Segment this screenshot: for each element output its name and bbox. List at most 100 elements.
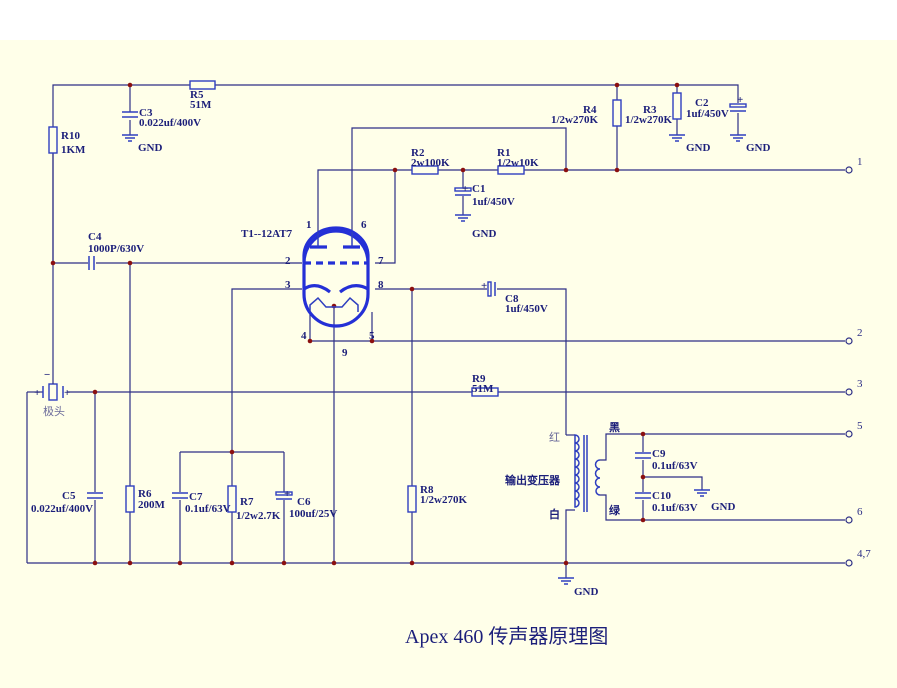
c4-value: 1000P/630V bbox=[88, 243, 144, 255]
c7-value: 0.1uf/63V bbox=[185, 503, 231, 515]
terminal-1[interactable]: 1 bbox=[845, 156, 863, 174]
terminal-4-7[interactable]: 4,7 bbox=[845, 548, 871, 567]
c9-ref: C9 bbox=[652, 448, 666, 460]
c4-ref: C4 bbox=[88, 231, 102, 243]
capacitor-c4 bbox=[88, 256, 95, 270]
c6-value: 100uf/25V bbox=[289, 508, 337, 520]
r5-value: 51M bbox=[190, 99, 212, 111]
c10-value: 0.1uf/63V bbox=[652, 502, 698, 514]
capacitor-c6-electrolytic bbox=[275, 491, 293, 500]
wire-c9c10-gnd bbox=[643, 476, 703, 490]
c2-value: 1uf/450V bbox=[686, 108, 729, 120]
r2-ref: R2 bbox=[411, 147, 425, 159]
c1-ref: C1 bbox=[472, 183, 485, 195]
tube-pin-1: 1 bbox=[306, 219, 312, 231]
terminal-3-label: 3 bbox=[857, 378, 863, 390]
capacitor-c8-electrolytic bbox=[487, 281, 496, 297]
c7-ref: C7 bbox=[189, 491, 203, 503]
wire-top-left bbox=[52, 84, 190, 263]
r6-value: 200M bbox=[138, 499, 166, 511]
resistor-r3 bbox=[672, 92, 682, 120]
tube-pin-2: 2 bbox=[285, 255, 291, 267]
r6-ref: R6 bbox=[138, 488, 152, 500]
resistor-r6 bbox=[125, 485, 135, 513]
junctions bbox=[50, 82, 680, 566]
gnd-label-c1: GND bbox=[472, 228, 497, 240]
tube-pin-8: 8 bbox=[378, 279, 384, 291]
wire-xfmr-white bbox=[565, 509, 575, 578]
ground-icon-c3 bbox=[122, 134, 138, 142]
r2-value: 2w100K bbox=[411, 157, 450, 169]
wire-heater bbox=[309, 312, 845, 342]
resistor-r2 bbox=[411, 165, 439, 175]
tube-pin-7: 7 bbox=[378, 255, 384, 267]
c1-plus: + bbox=[462, 183, 468, 195]
capsule-icon bbox=[42, 383, 64, 401]
resistor-r7 bbox=[227, 485, 237, 513]
c5-value: 0.022uf/400V bbox=[31, 503, 93, 515]
ground-icon-c1 bbox=[455, 214, 471, 222]
resistor-r8 bbox=[407, 485, 417, 513]
wire-pin7 bbox=[375, 170, 396, 264]
capacitor-c3 bbox=[122, 111, 138, 118]
c9-value: 0.1uf/63V bbox=[652, 460, 698, 472]
terminal-1-label: 1 bbox=[857, 156, 863, 168]
diagram-title: Apex 460 传声器原理图 bbox=[405, 625, 608, 648]
resistor-r1 bbox=[497, 165, 525, 175]
c10-ref: C10 bbox=[652, 490, 671, 502]
r3-value: 1/2w270K bbox=[625, 114, 673, 126]
capacitor-c10 bbox=[635, 492, 651, 499]
r8-ref: R8 bbox=[420, 484, 434, 496]
c8-plus: + bbox=[481, 280, 487, 292]
terminal-6[interactable]: 6 bbox=[845, 506, 863, 524]
r10-value: 1KM bbox=[61, 144, 86, 156]
capacitor-c5 bbox=[87, 492, 103, 499]
capsule-label: 极头 bbox=[43, 404, 65, 418]
wire-top-rail bbox=[215, 84, 739, 103]
ground-icon-r3 bbox=[669, 134, 685, 142]
wire-pin1 bbox=[317, 169, 412, 232]
output-transformer-icon bbox=[574, 434, 601, 512]
terminal-5[interactable]: 5 bbox=[845, 420, 863, 438]
gnd-label-c2: GND bbox=[746, 142, 771, 154]
r1-ref: R1 bbox=[497, 147, 510, 159]
capsule-plus-left: + bbox=[34, 387, 40, 399]
transformer-black-label: 黑 bbox=[609, 421, 620, 434]
wire-xfmr-green bbox=[600, 494, 845, 521]
terminal-2-label: 2 bbox=[857, 327, 863, 339]
terminal-2[interactable]: 2 bbox=[845, 327, 863, 345]
wire-pin3 bbox=[231, 288, 302, 452]
capacitor-c2-electrolytic bbox=[729, 103, 747, 112]
c1-value: 1uf/450V bbox=[472, 196, 515, 208]
resistor-r9 bbox=[471, 387, 499, 397]
transformer-red-label: 红 bbox=[549, 431, 560, 444]
c6-ref: C6 bbox=[297, 496, 311, 508]
tube-pin-3: 3 bbox=[285, 279, 291, 291]
r7-value: 1/2w2.7K bbox=[236, 510, 281, 522]
r7-ref: R7 bbox=[240, 496, 254, 508]
c8-value: 1uf/450V bbox=[505, 303, 548, 315]
gnd-label-main: GND bbox=[574, 586, 599, 598]
c8-ref: C8 bbox=[505, 293, 519, 305]
gnd-label-c3: GND bbox=[138, 142, 163, 154]
terminal-3[interactable]: 3 bbox=[845, 378, 863, 396]
terminal-4-7-label: 4,7 bbox=[857, 548, 871, 560]
c6-plus: + bbox=[284, 488, 290, 500]
r1-value: 1/2w10K bbox=[497, 157, 539, 169]
wire-xfmr-black bbox=[600, 433, 845, 461]
tube-12at7 bbox=[302, 226, 370, 328]
c2-ref: C2 bbox=[695, 97, 709, 109]
capsule-minus: − bbox=[44, 369, 50, 381]
r10-ref: R10 bbox=[61, 130, 80, 142]
gnd-label-r3: GND bbox=[686, 142, 711, 154]
r9-ref: R9 bbox=[472, 373, 486, 385]
tube-ref-label: T1--12AT7 bbox=[241, 228, 293, 240]
schematic-canvas: + + + + GND GND GND GND GND GND bbox=[0, 40, 897, 688]
wire-c8-xfmr bbox=[497, 288, 567, 435]
tube-pin-5: 5 bbox=[369, 330, 375, 342]
wire-pin6 bbox=[351, 127, 567, 232]
ground-icon-main bbox=[558, 577, 574, 585]
transformer-label: 输出变压器 bbox=[505, 473, 561, 487]
capacitor-c1-electrolytic bbox=[454, 187, 472, 196]
wires bbox=[26, 84, 845, 578]
